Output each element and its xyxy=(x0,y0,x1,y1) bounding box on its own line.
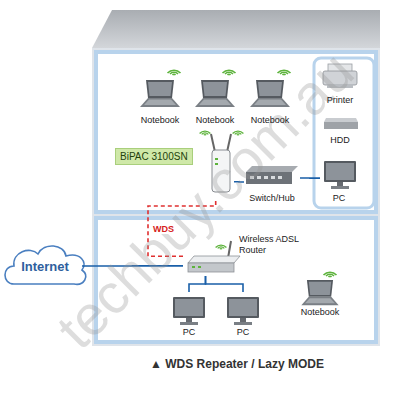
internet-node: Internet xyxy=(8,252,82,280)
notebook-node: Notebook xyxy=(191,78,239,126)
notebook-node: Notebook xyxy=(296,278,344,318)
node-label: Notebook xyxy=(141,115,180,126)
node-label: HDD xyxy=(330,135,350,146)
network-cable xyxy=(189,276,206,292)
wifi-symbol xyxy=(200,131,211,135)
network-cable xyxy=(300,177,320,179)
node-label: Notebook xyxy=(301,307,340,318)
node-label: PC xyxy=(237,327,250,338)
node-label: PC xyxy=(333,193,346,204)
notebook-icon xyxy=(195,80,235,107)
pc-icon xyxy=(227,297,259,325)
internet-cloud xyxy=(5,246,86,284)
switch-node: Switch/Hub xyxy=(244,164,300,204)
node-label: Notebook xyxy=(196,115,235,126)
node-label: Internet xyxy=(21,259,69,274)
pc-icon xyxy=(324,161,356,189)
router-node: Wireless ADSL Router xyxy=(183,232,308,276)
notebook-icon xyxy=(140,80,180,107)
notebook-node: Notebook xyxy=(246,78,294,126)
hdd-node: HDD xyxy=(320,114,360,146)
wifi-symbol xyxy=(168,70,181,75)
node-label: PC xyxy=(183,327,196,338)
node-label: BiPAC 3100SN xyxy=(115,148,193,165)
wifi-symbol xyxy=(324,272,337,277)
node-label: Wireless ADSL Router xyxy=(239,234,305,256)
wifi-symbol xyxy=(223,70,236,75)
node-label: Notebook xyxy=(251,115,290,126)
notebook-icon xyxy=(301,280,338,305)
roof xyxy=(92,10,380,48)
pc-node: PC xyxy=(320,156,358,204)
printer-node: Printer xyxy=(318,62,362,106)
wifi-symbol xyxy=(216,245,227,249)
bipac-node: BiPAC 3100SN xyxy=(112,140,234,198)
node-label: Printer xyxy=(327,95,354,106)
pc-node: PC xyxy=(224,292,262,338)
notebook-node: Notebook xyxy=(136,78,184,126)
node-label: Switch/Hub xyxy=(249,193,295,204)
network-cable xyxy=(206,276,244,292)
pc-icon xyxy=(173,297,205,325)
pc-node: PC xyxy=(170,292,208,338)
figure-caption: ▲ WDS Repeater / Lazy MODE xyxy=(92,357,382,371)
link-label: WDS xyxy=(152,224,175,234)
